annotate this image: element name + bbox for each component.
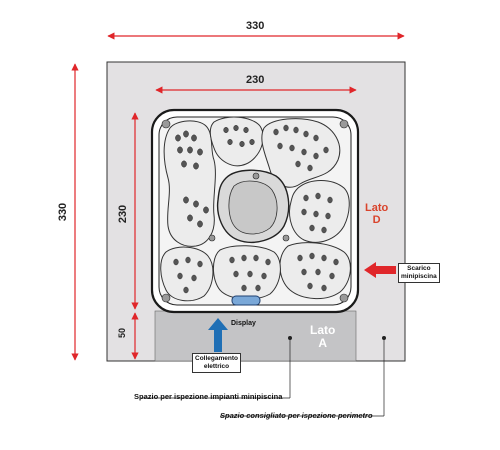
spazio-impianti-note: Spazio per ispezione impianti minipiscin… bbox=[134, 392, 283, 401]
lato-d-label: Lato D bbox=[365, 202, 388, 226]
leader-dot-perimetro bbox=[382, 336, 386, 340]
overall-height-label: 330 bbox=[57, 202, 70, 222]
overall-width-label: 330 bbox=[246, 20, 265, 32]
leader-lines bbox=[140, 338, 385, 417]
lato-a-label: Lato A bbox=[310, 324, 335, 350]
lato-a-line1: Lato bbox=[310, 323, 336, 337]
lato-d-line1: Lato bbox=[365, 202, 389, 214]
display-panel bbox=[231, 295, 261, 306]
spa-height-label: 230 bbox=[117, 204, 130, 224]
spa-width-label: 230 bbox=[246, 74, 265, 86]
collegamento-label: Collegamento elettrico bbox=[192, 353, 241, 373]
power-arrow bbox=[208, 318, 228, 352]
leader-dot-impianti bbox=[288, 336, 292, 340]
display-label: Display bbox=[231, 320, 256, 327]
lato-d-line2: D bbox=[372, 214, 381, 226]
scarico-label: Scarico minipiscina bbox=[398, 263, 440, 283]
scarico-line2: minipiscina bbox=[401, 273, 437, 280]
inspection-strip bbox=[154, 310, 357, 362]
scarico-line1: Scarico bbox=[407, 265, 431, 272]
collegamento-line1: Collegamento bbox=[195, 355, 238, 362]
spazio-perimetro-note: Spazio consigliato per ispezione perimet… bbox=[220, 411, 373, 420]
inspection-depth-label: 50 bbox=[117, 327, 128, 339]
collegamento-line2: elettrico bbox=[203, 363, 230, 370]
spa-tub bbox=[150, 108, 360, 314]
lato-a-line2: A bbox=[318, 336, 327, 350]
drain-arrow bbox=[364, 262, 396, 278]
